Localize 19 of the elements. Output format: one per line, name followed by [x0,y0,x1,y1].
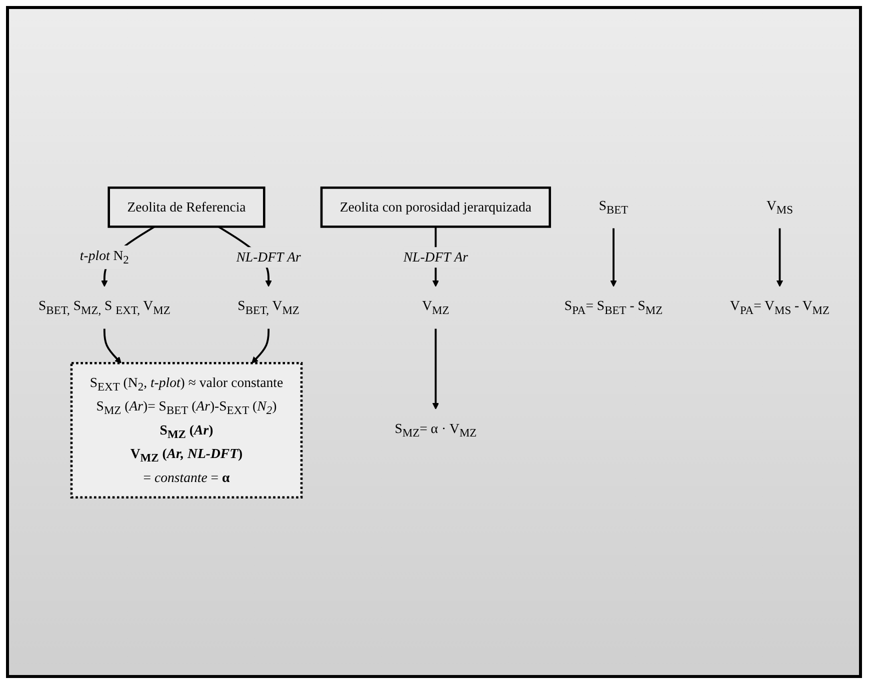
node-text: S$_{MZ}$= α · V$_{MZ}$ [394,420,477,440]
node-box: Zeolita con porosidad jerarquizada [320,186,552,228]
arrow [432,328,440,410]
node-text: V$_{MS}$ [766,198,794,217]
edge-label: t-plot N$_{2}$ [80,248,129,267]
arrow [103,328,122,364]
arrow [610,228,617,288]
node-box: S$_{EXT}$ (N$_{2}$, t-plot) ≈ valor constante S$_{MZ}$ (Ar)= S$_{BET}$ (Ar)-S$_{EXT}$ (N$_{2}$) S$_{MZ}$ (Ar) V$_{MZ}$ (Ar, NL-DFT) = constante = α [70,362,303,499]
edge-label: NL-DFT Ar [403,250,468,265]
arrow [252,328,270,364]
node-text: V$_{PA}$= V$_{MS}$ - V$_{MZ}$ [730,298,830,318]
node-text: V$_{MZ}$ [422,298,450,318]
node-box: Zeolita de Referencia [108,186,266,228]
node-text: S$_{PA}$= S$_{BET}$ - S$_{MZ}$ [564,298,663,318]
node-text: S$_{BET,}$ V$_{MZ}$ [238,298,300,318]
node-text: S$_{BET}$ [598,198,628,217]
arrow [776,228,784,288]
node-text: S$_{BET,}$ S$_{MZ,}$ S $_{EXT,}$ V$_{MZ}$ [38,298,170,318]
edge-label: NL-DFT Ar [236,250,301,265]
